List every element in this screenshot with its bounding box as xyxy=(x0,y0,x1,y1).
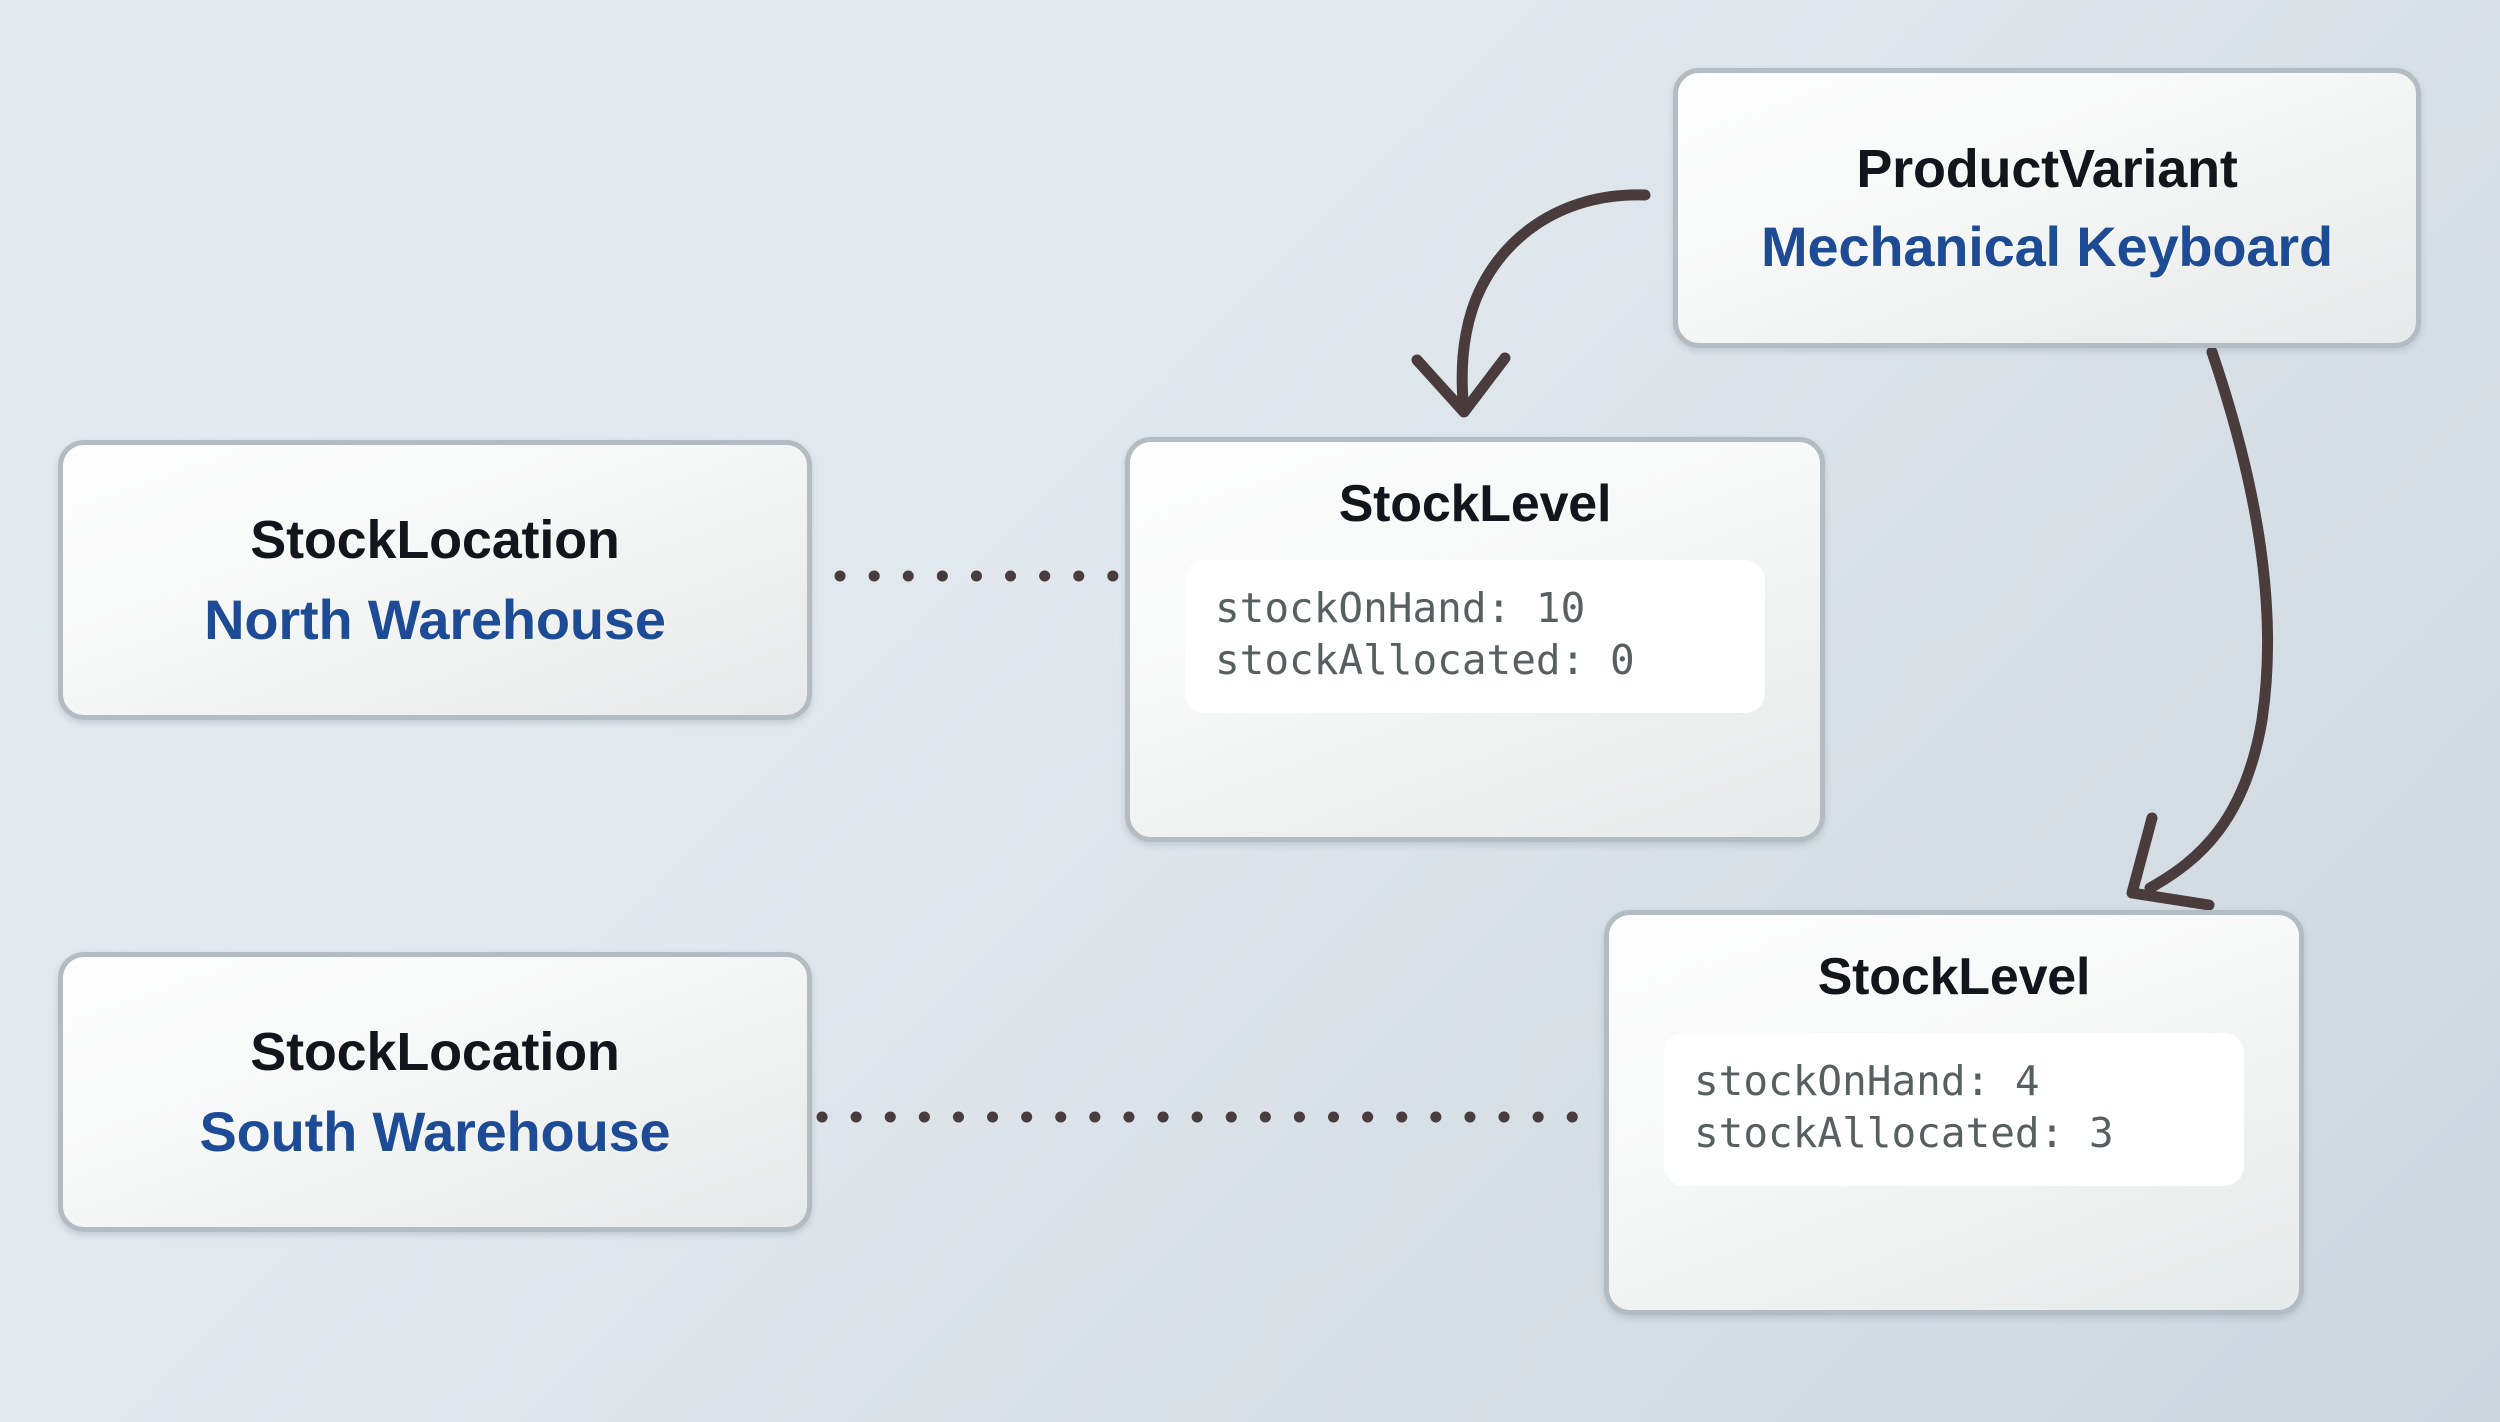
node-stocklocation-south[interactable]: StockLocation South Warehouse xyxy=(58,952,812,1232)
node-stocklevel-north[interactable]: StockLevel stockOnHand: 10 stockAllocate… xyxy=(1125,437,1825,842)
node-type-label: StockLevel xyxy=(1338,475,1612,533)
detail-stock-allocated: stockAllocated: 3 xyxy=(1694,1109,2114,1158)
node-stocklevel-south[interactable]: StockLevel stockOnHand: 4 stockAllocated… xyxy=(1604,910,2304,1315)
node-stocklocation-north[interactable]: StockLocation North Warehouse xyxy=(58,440,812,720)
node-type-label: StockLocation xyxy=(250,1021,620,1082)
node-name-label: North Warehouse xyxy=(204,587,666,651)
stocklevel-detail-box: stockOnHand: 10 stockAllocated: 0 xyxy=(1185,560,1765,713)
node-type-label: StockLevel xyxy=(1817,948,2091,1006)
detail-stock-on-hand: stockOnHand: 4 xyxy=(1694,1057,2040,1105)
node-name-label: Mechanical Keyboard xyxy=(1761,214,2333,278)
edge-variant-to-north-level xyxy=(1411,189,1651,418)
edge-variant-to-south-level xyxy=(2126,346,2274,911)
stocklevel-detail-box: stockOnHand: 4 stockAllocated: 3 xyxy=(1664,1033,2244,1186)
detail-stock-allocated: stockAllocated: 0 xyxy=(1215,636,1635,685)
node-type-label: StockLocation xyxy=(250,509,620,570)
node-type-label: ProductVariant xyxy=(1856,138,2238,199)
node-product-variant[interactable]: ProductVariant Mechanical Keyboard xyxy=(1673,68,2421,348)
node-name-label: South Warehouse xyxy=(199,1099,671,1163)
detail-stock-on-hand: stockOnHand: 10 xyxy=(1215,584,1586,632)
